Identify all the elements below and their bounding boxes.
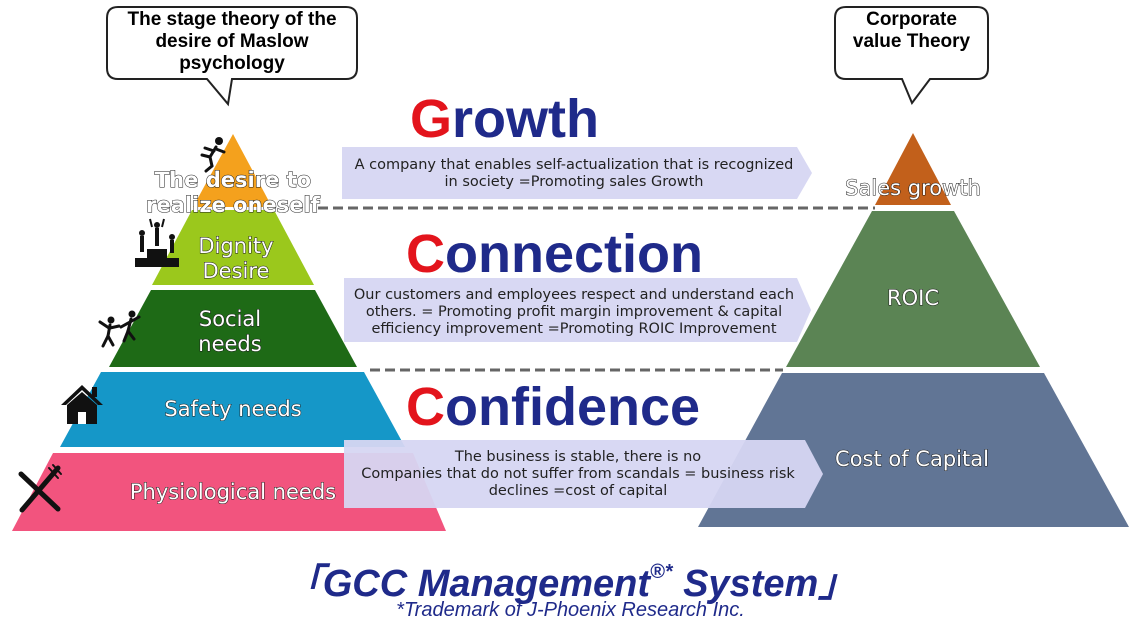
footer-close-bracket: 」: [818, 563, 857, 605]
value-label-cost-of-capital: Cost of Capital: [835, 447, 990, 472]
banner-connection-shape: [344, 278, 811, 342]
maslow-label-dignity: Dignity Desire: [198, 234, 274, 284]
maslow-tier-dignity: [152, 210, 314, 285]
maslow-callout-text: The stage theory of the desire of Maslow…: [127, 9, 337, 74]
maslow-tier-social: [109, 290, 357, 367]
banner-confidence-text: The business is stable, there is no Comp…: [352, 449, 804, 500]
value-tier-sales-growth: [875, 133, 951, 205]
banner-confidence-line-2: Companies that do not suffer from scanda…: [361, 466, 795, 482]
house-icon: [61, 385, 103, 424]
pillar-confidence: Confidence: [406, 377, 700, 437]
footer-title-suffix: System: [672, 563, 819, 605]
corporate-callout-bubble: [834, 6, 989, 105]
banner-confidence-shape: [344, 440, 823, 508]
pillar-growth: Growth: [410, 89, 599, 149]
footer-open-bracket: 「: [284, 563, 323, 605]
podium-icon: [135, 218, 179, 267]
footer-title-main: GCC Management: [322, 563, 650, 605]
maslow-tier-self-actualization: [193, 134, 272, 207]
maslow-label-physiological: Physiological needs: [129, 480, 337, 505]
banner-connection-text: Our customers and employees respect and …: [353, 287, 795, 337]
value-label-sales-growth: Sales growth: [845, 176, 982, 201]
pillar-connection-rest: onnection: [445, 224, 703, 284]
pillar-confidence-initial: C: [406, 377, 445, 437]
footer-trademark: *Trademark of J-Phoenix Research Inc.: [396, 599, 745, 621]
corporate-callout-text: Corporate value Theory: [852, 9, 971, 52]
maslow-tier-safety: [60, 372, 405, 447]
fork-knife-icon: [18, 464, 62, 513]
footer-title: 「GCC Management®* System」: [0, 549, 1141, 607]
running-person-icon: [200, 137, 226, 173]
maslow-label-safety: Safety needs: [164, 397, 302, 422]
maslow-label-social: Social needs: [198, 307, 262, 357]
banner-growth-shape: [342, 147, 812, 199]
pillar-connection: Connection: [406, 224, 703, 284]
pillar-confidence-rest: onfidence: [445, 377, 701, 437]
footer-registered-mark: ®*: [650, 561, 673, 583]
pillar-growth-initial: G: [410, 89, 453, 149]
banner-confidence-line-3: declines =cost of capital: [488, 483, 668, 499]
maslow-callout-bubble: [106, 6, 358, 107]
maslow-tier-physiological: [12, 453, 446, 531]
banner-confidence-line-1: The business is stable, there is no: [454, 449, 702, 465]
value-label-roic: ROIC: [887, 286, 940, 311]
maslow-label-self-actualization: The desire to realize oneself: [146, 168, 321, 218]
value-tier-roic: [786, 211, 1040, 367]
banner-growth-text: A company that enables self-actualizatio…: [354, 157, 794, 190]
pillar-growth-rest: rowth: [452, 89, 599, 149]
dancing-people-icon: [98, 310, 141, 348]
pillar-connection-initial: C: [406, 224, 445, 284]
